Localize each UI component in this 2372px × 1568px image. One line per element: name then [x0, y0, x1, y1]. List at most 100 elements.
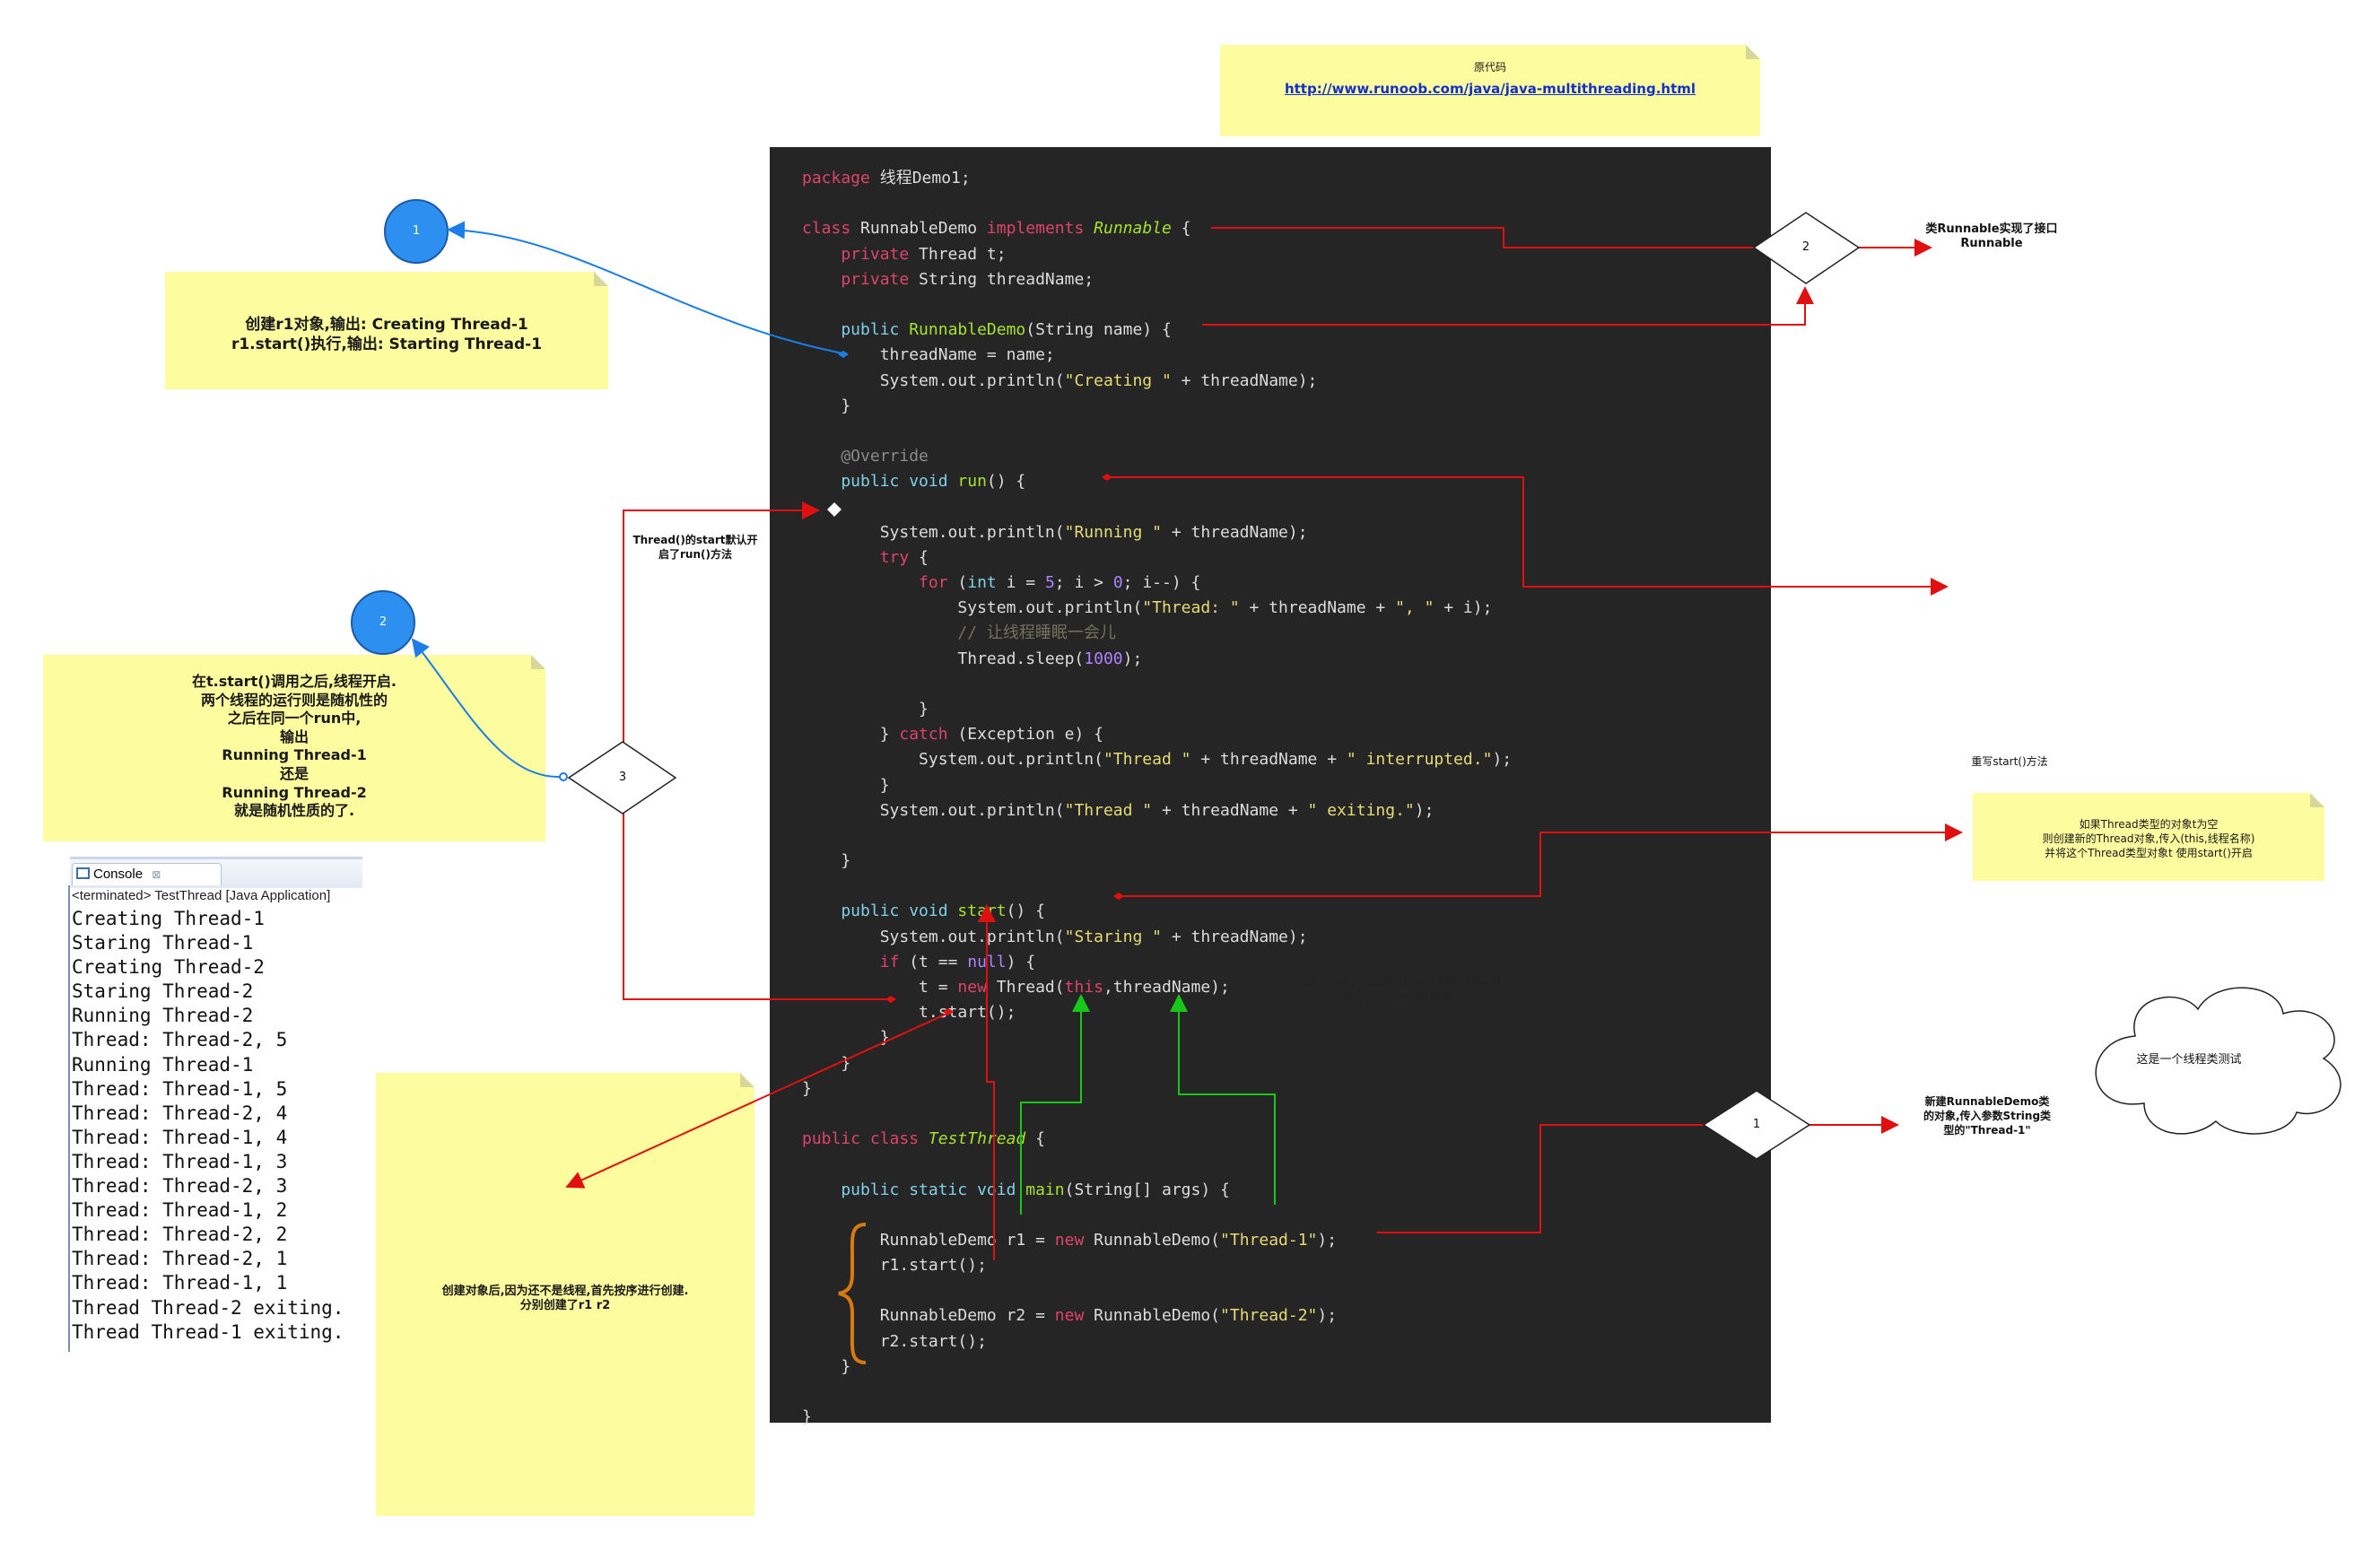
code-token: public void	[802, 902, 958, 921]
code-token: try	[802, 547, 910, 567]
code-token: class	[802, 219, 861, 239]
code-token: System.out.println(	[802, 598, 1143, 618]
code-token: 线程Demo1;	[879, 169, 971, 187]
green-arrow-to-this	[1020, 994, 1090, 1215]
new-demo-line3: 型的"Thread-1"	[1943, 1124, 2031, 1137]
green-arrow-to-threadname	[1170, 994, 1276, 1205]
code-token: );	[1317, 1230, 1338, 1250]
code-line: }	[802, 1355, 1512, 1380]
decision-diamond-3	[567, 741, 677, 814]
runnable-iface-line2: Runnable	[1960, 237, 2023, 250]
code-line: package 线程Demo1;	[802, 166, 1512, 191]
code-token: public void	[802, 472, 958, 492]
code-token: new	[1054, 1230, 1094, 1250]
code-token: + threadName +	[1152, 800, 1308, 820]
random-note-line: 两个线程的运行则是随机性的	[200, 691, 388, 709]
code-line: }	[802, 1405, 1512, 1430]
tnull-line1: 如果 t 为空，则创建 Thread 线程对象，并	[1296, 976, 1503, 989]
code-token: );	[1492, 750, 1513, 770]
code-token: System.out.println(	[802, 800, 1065, 820]
code-line: private String threadName;	[802, 267, 1512, 292]
code-token: System.out.println(	[802, 522, 1065, 542]
code-token: }	[802, 1407, 812, 1427]
code-token: r2.start();	[802, 1331, 987, 1351]
code-token: ; i >	[1054, 573, 1113, 592]
code-token: System.out.println(	[802, 370, 1065, 390]
diamond-label-2: 2	[1801, 240, 1810, 254]
code-token: (t ==	[909, 952, 968, 971]
code-token: (String[] args) {	[1064, 1180, 1230, 1199]
code-line: }	[802, 1076, 1512, 1102]
random-note-line: 就是随机性质的了.	[233, 802, 355, 820]
code-token: + threadName +	[1239, 598, 1396, 618]
create-note-line2: r1.start()执行,输出: Starting Thread-1	[231, 335, 543, 353]
code-token: }	[802, 1053, 851, 1073]
code-line: Thread.sleep(1000);	[802, 647, 1512, 672]
red-arrow-class-to-d2	[1211, 227, 1754, 248]
code-token: package	[802, 169, 880, 187]
code-token: int	[967, 573, 1007, 592]
code-panel: package 线程Demo1; class RunnableDemo imple…	[770, 147, 1771, 1426]
red-arrow-tstart-to-run	[623, 501, 888, 1000]
code-token: "Thread: "	[1142, 598, 1240, 618]
code-token: new	[957, 978, 997, 997]
red-arrow-ctor-to-d2	[1202, 286, 1814, 326]
code-token: TestThread	[928, 1129, 1026, 1149]
close-icon[interactable]: ⊠	[152, 868, 161, 881]
code-token: }	[802, 851, 851, 871]
code-token: (String name) {	[1025, 320, 1172, 340]
code-token: "Thread-1"	[1220, 1230, 1318, 1250]
code-token: + threadName);	[1161, 927, 1308, 946]
console-tab[interactable]: Console ⊠	[72, 863, 222, 885]
red-arrow-run-out	[1111, 476, 1949, 596]
random-note-line: Running Thread-2	[222, 783, 367, 801]
code-token: );	[1317, 1306, 1338, 1326]
code-token: t =	[802, 978, 958, 997]
thread-start-line2: 启了run()方法	[658, 548, 732, 561]
override-start-label: 重写start()方法	[1971, 755, 2048, 768]
code-token: + threadName);	[1171, 370, 1318, 390]
code-token: }	[802, 1028, 890, 1048]
code-token: 0	[1112, 573, 1123, 592]
code-token: );	[1414, 800, 1435, 820]
code-token: + threadName);	[1161, 522, 1308, 542]
decision-diamond-1	[1702, 1090, 1811, 1160]
step-circle-1: 1	[384, 199, 449, 264]
code-line: r1.start();	[802, 1253, 1512, 1278]
code-token: "Thread-2"	[1220, 1306, 1318, 1326]
code-token: implements	[986, 219, 1094, 239]
code-token: // 让线程睡眠一会儿	[802, 623, 1116, 643]
code-token: + threadName +	[1190, 750, 1347, 770]
console-output[interactable]: Creating Thread-1 Staring Thread-1 Creat…	[72, 908, 344, 1343]
runnable-iface-line1: 类Runnable实现了接口	[1925, 222, 2058, 236]
console-tab-bar: Console ⊠	[70, 857, 362, 888]
code-token: "Creating "	[1064, 370, 1172, 390]
objects-note-line2: 分别创建了r1 r2	[519, 1299, 611, 1312]
code-line: }	[802, 773, 1512, 798]
code-token: threadName = name;	[802, 345, 1055, 365]
code-line: } catch (Exception e) {	[802, 722, 1512, 747]
code-token: Runnable	[1094, 219, 1172, 239]
code-token: String threadName;	[919, 269, 1094, 289]
code-line: }	[802, 1025, 1512, 1050]
code-token: "Staring "	[1064, 927, 1162, 946]
code-token: new	[1054, 1306, 1094, 1326]
code-token: (	[957, 573, 968, 592]
source-url-link[interactable]: http://www.runoob.com/java/java-multithr…	[1284, 81, 1696, 97]
tnull-label: 如果 t 为空，则创建 Thread 线程对象，并 运行这个 Thread 对象…	[1269, 975, 1530, 1004]
code-token: r1.start();	[802, 1256, 987, 1276]
code-token: (Exception e) {	[957, 725, 1103, 745]
code-token: private	[802, 269, 920, 289]
code-line: private Thread t;	[802, 242, 1512, 267]
code-line: public static void main(String[] args) {	[802, 1178, 1512, 1203]
code-token: run	[957, 472, 987, 492]
start-note-line1: 如果Thread类型的对象t为空	[2079, 818, 2219, 831]
code-token: for	[802, 573, 958, 592]
console-view: Console ⊠ <terminated> TestThread [Java …	[66, 857, 362, 1355]
code-token: }	[802, 1078, 812, 1098]
code-token: @Override	[802, 447, 929, 466]
code-token: RunnableDemo	[860, 219, 987, 239]
code-token: {	[909, 547, 929, 567]
code-line: System.out.println("Thread " + threadNam…	[802, 747, 1512, 772]
